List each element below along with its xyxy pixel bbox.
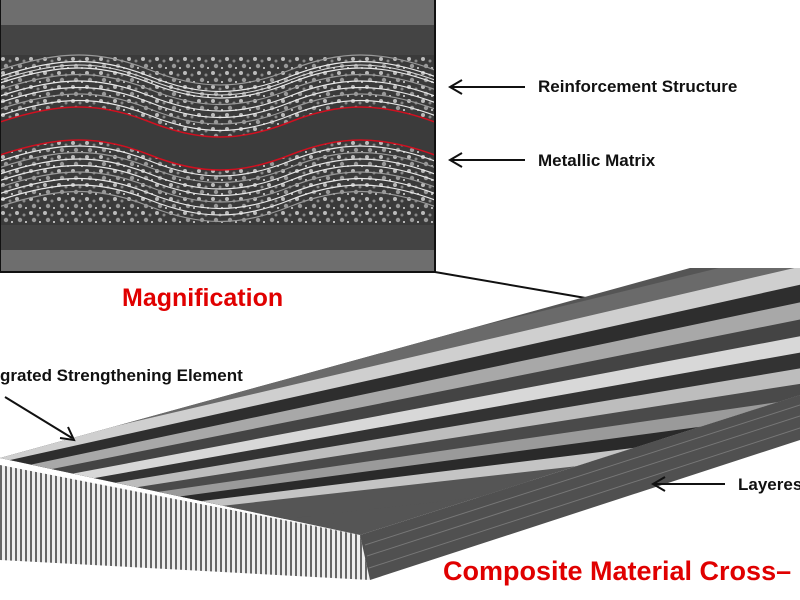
magnified-view: [0, 0, 435, 272]
fibre-line: [0, 177, 435, 210]
surface-layer-stripe: [0, 268, 800, 483]
label-metallic-matrix: Metallic Matrix: [538, 151, 656, 170]
fibre-line: [0, 158, 435, 190]
fibre-line: [0, 86, 435, 119]
callout-arrows: [4, 79, 725, 492]
fibre-line: [0, 145, 435, 177]
fibre-line: [0, 54, 435, 86]
fibre-line: [0, 60, 435, 93]
fibre-line: [0, 151, 435, 184]
fibre-line: [0, 67, 435, 99]
label-layers: Layeres: [738, 475, 800, 494]
surface-layer-stripe: [0, 268, 800, 487]
label-magnification: Magnification: [122, 284, 284, 312]
diagram-title: Composite Material Cross–: [443, 556, 792, 586]
fibre-line: [0, 80, 435, 112]
fibre-line: [0, 164, 435, 197]
fibre-line: [0, 93, 435, 125]
fibre-line: [0, 73, 435, 106]
label-strengthening-element: grated Strengthening Element: [0, 366, 243, 385]
slab-front-face: [0, 465, 370, 580]
fibre-line: [0, 99, 435, 132]
fibre-line: [0, 190, 435, 223]
label-reinforcement-structure: Reinforcement Structure: [538, 77, 738, 96]
fibre-line: [0, 184, 435, 216]
fibre-line: [0, 171, 435, 203]
composite-slab: [0, 268, 800, 580]
